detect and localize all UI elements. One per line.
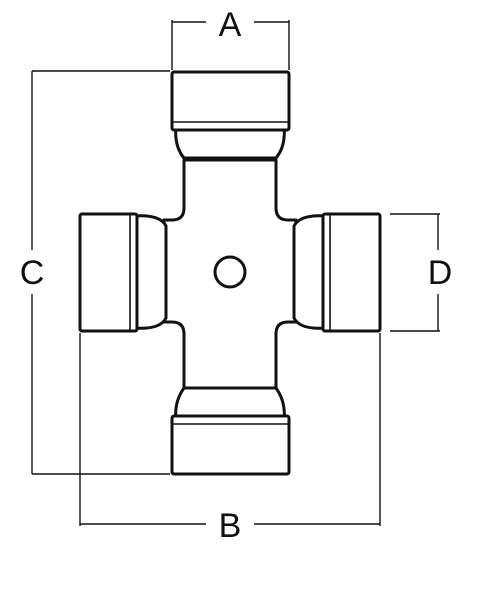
bearing-cup-left [78,212,168,333]
dimension-a: A [171,6,290,70]
dimension-b: B [79,333,381,545]
dimension-b-label: B [219,507,242,545]
bearing-cup-top [170,70,291,160]
center-hole [213,255,247,289]
dimension-c-label: C [20,254,45,292]
dimension-d: D [390,213,453,332]
dimension-a-label: A [219,6,242,44]
dimension-d-label: D [428,254,453,292]
bearing-cup-bottom [170,386,291,476]
cross-body [162,158,298,390]
dimension-c: C [20,70,170,475]
bearing-cup-right [292,212,382,333]
